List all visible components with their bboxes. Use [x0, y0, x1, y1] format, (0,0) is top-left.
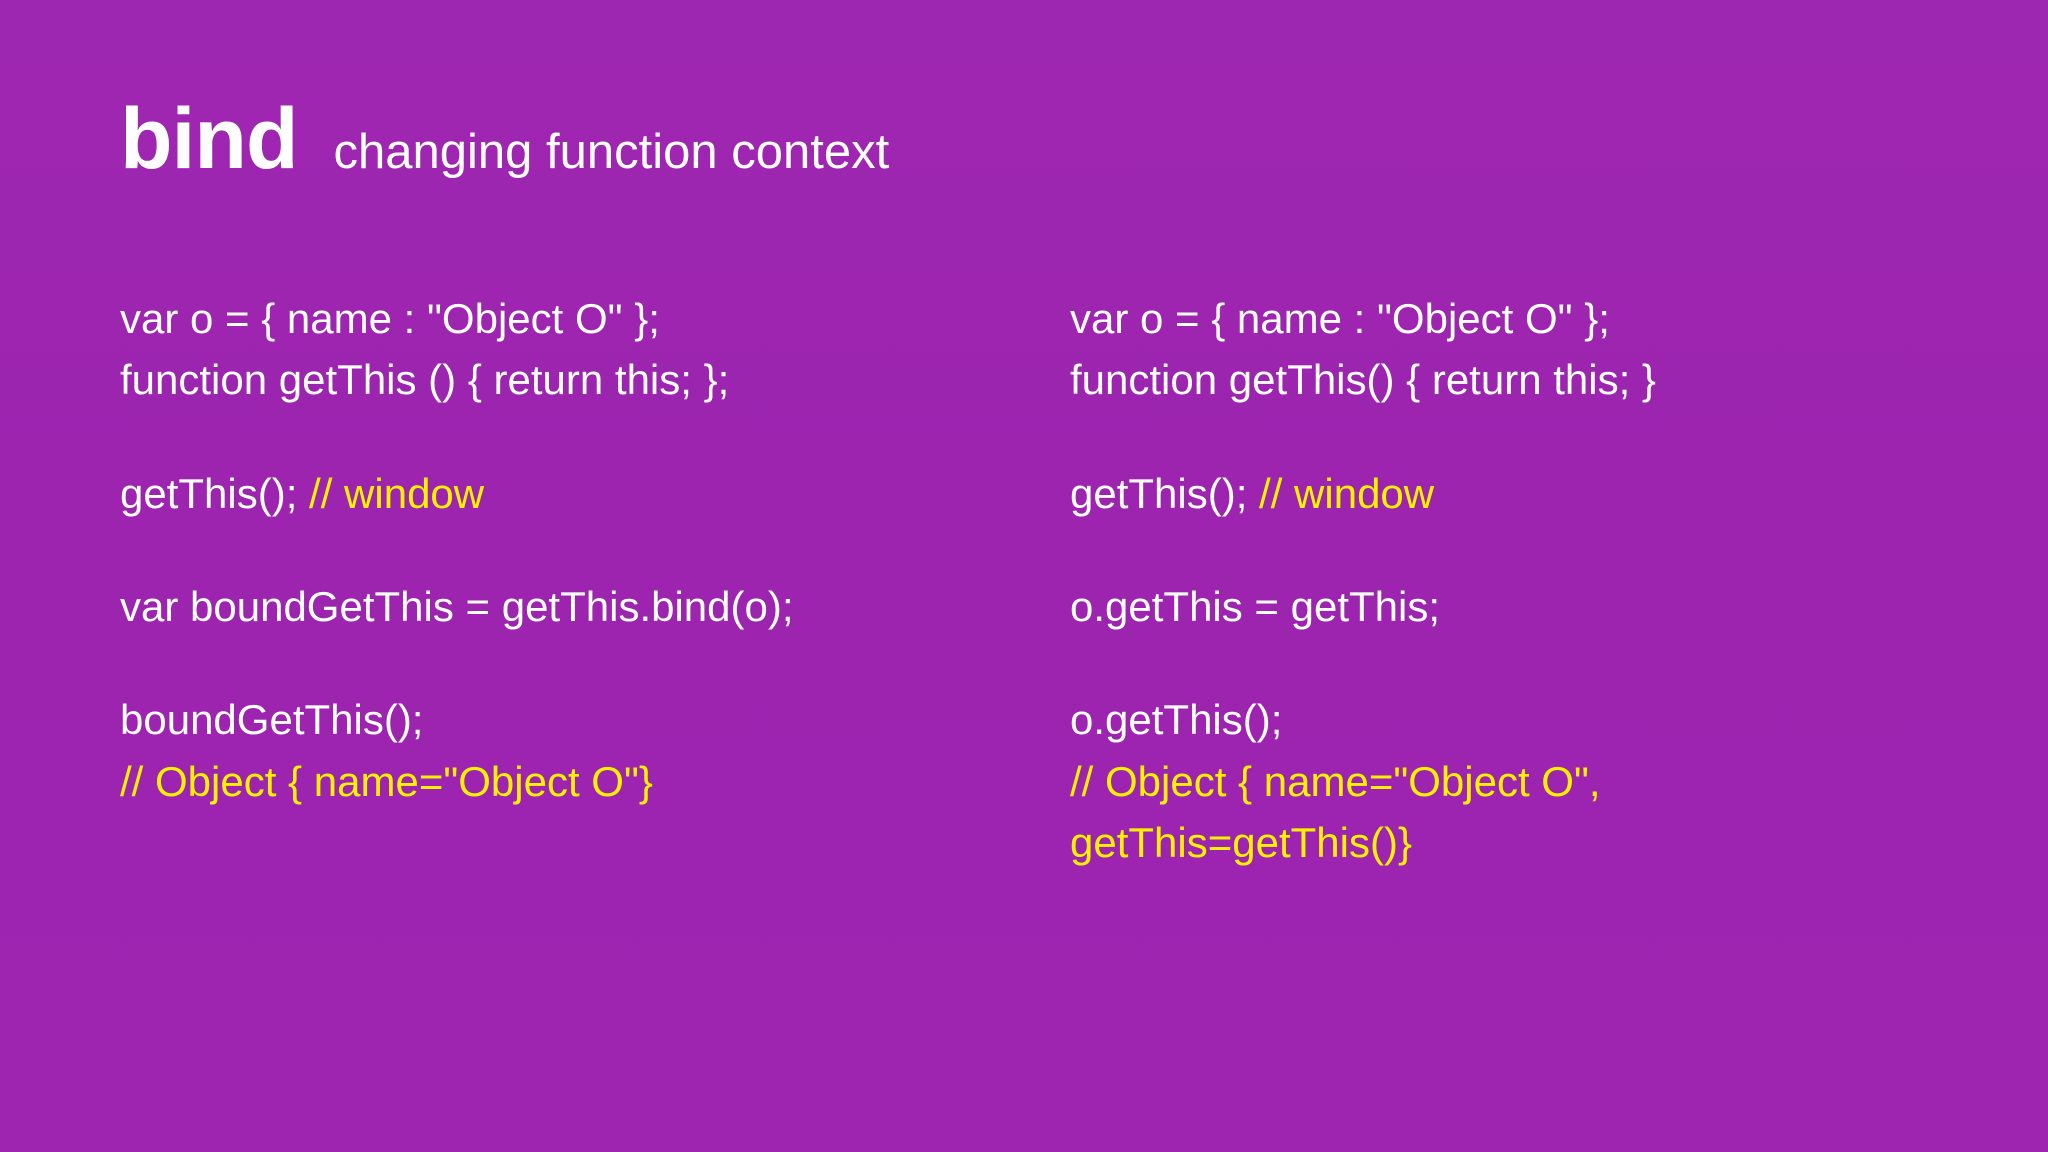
right-getthis-call-comment: // window: [1259, 469, 1435, 517]
right-code-block-setup: var o = { name : "Object O" }; function …: [1070, 288, 1940, 411]
left-getthis-call-code: getThis();: [120, 469, 310, 517]
left-code-line-bind: var boundGetThis = getThis.bind(o);: [120, 582, 794, 630]
left-code-block-result: boundGetThis(); // Object { name="Object…: [120, 689, 1070, 812]
left-code-line-boundgetthis-call: boundGetThis();: [120, 696, 424, 744]
code-column-right: var o = { name : "Object O" }; function …: [1070, 288, 1940, 873]
right-code-line-getthis-call: getThis(); // window: [1070, 463, 1940, 524]
code-columns: var o = { name : "Object O" }; function …: [120, 288, 1940, 873]
left-code-line-var-o: var o = { name : "Object O" };: [120, 295, 660, 342]
left-code-block-setup: var o = { name : "Object O" }; function …: [120, 288, 1070, 411]
left-code-line-result-comment: // Object { name="Object O"}: [120, 757, 653, 805]
right-code-block-call: getThis(); // window: [1070, 463, 1940, 524]
page-subtitle: changing function context: [333, 125, 890, 179]
left-getthis-call-comment: // window: [309, 469, 485, 517]
slide-title-row: bind changing function context: [120, 96, 889, 182]
right-code-block-assign: o.getThis = getThis;: [1070, 576, 1940, 637]
right-code-line-assign: o.getThis = getThis;: [1070, 582, 1441, 630]
left-code-line-getthis-call: getThis(); // window: [120, 463, 1070, 524]
right-code-line-ogetthis-call: o.getThis();: [1070, 696, 1283, 744]
page-title: bind: [120, 91, 298, 187]
right-code-line-function-getthis: function getThis() { return this; }: [1070, 356, 1656, 404]
left-code-block-call: getThis(); // window: [120, 463, 1070, 524]
left-code-line-function-getthis: function getThis () { return this; };: [120, 356, 730, 404]
right-code-block-result: o.getThis(); // Object { name="Object O"…: [1070, 689, 1940, 873]
right-code-line-result-comment: // Object { name="Object O", getThis=get…: [1070, 757, 1613, 866]
right-code-line-var-o: var o = { name : "Object O" };: [1070, 295, 1610, 342]
left-code-block-bind: var boundGetThis = getThis.bind(o);: [120, 576, 1070, 637]
code-column-left: var o = { name : "Object O" }; function …: [120, 288, 1070, 873]
right-getthis-call-code: getThis();: [1070, 469, 1260, 517]
